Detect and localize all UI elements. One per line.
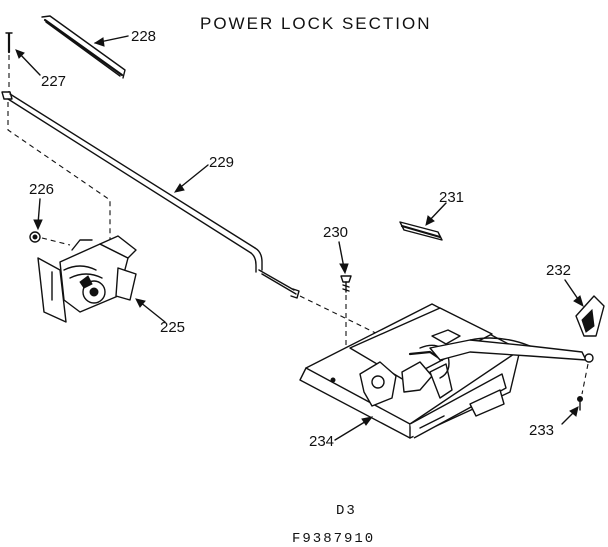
arrowhead-231 [425, 215, 435, 226]
part-228-pin [41, 15, 126, 79]
arrowhead-229 [173, 183, 185, 193]
part-234-mounting-bracket [299, 303, 521, 439]
align-line-229-motor [7, 102, 111, 240]
part-229-lock-rod [1, 91, 300, 299]
arrowhead-232 [573, 295, 584, 308]
arrowhead-227 [15, 49, 25, 59]
arrowhead-225 [135, 298, 146, 308]
label-230: 230 [323, 224, 348, 241]
section-code: D3 [336, 503, 357, 519]
part-225-actuator-motor [37, 235, 137, 323]
label-229: 229 [209, 154, 234, 171]
align-line-233 [581, 363, 589, 395]
leader-229 [176, 164, 209, 191]
arrowhead-228 [93, 37, 105, 47]
part-232-lock-knob [575, 295, 605, 363]
arrowhead-226 [33, 219, 43, 231]
leader-225 [139, 301, 166, 323]
diagram-title: POWER LOCK SECTION [200, 14, 432, 33]
label-232: 232 [546, 262, 571, 279]
figure-code: F9387910 [292, 531, 375, 547]
label-227: 227 [41, 73, 66, 90]
arrowhead-230 [339, 263, 349, 275]
align-line-226 [41, 237, 71, 246]
label-231: 231 [439, 189, 464, 206]
label-225: 225 [160, 319, 185, 336]
part-230-screw [340, 275, 352, 293]
label-228: 228 [131, 28, 156, 45]
part-226-screw [29, 231, 41, 243]
label-234: 234 [309, 433, 334, 450]
part-231-clip [399, 221, 443, 241]
leader-234 [334, 419, 369, 441]
part-227-screw [5, 32, 13, 54]
label-226: 226 [29, 181, 54, 198]
arrowhead-233 [569, 406, 579, 417]
part-233-screw [577, 396, 583, 411]
label-233: 233 [529, 422, 554, 439]
arrowhead-234 [361, 416, 374, 426]
